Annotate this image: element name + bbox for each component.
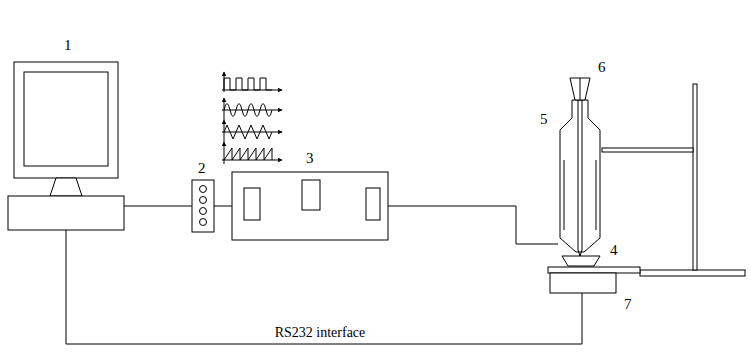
electrode: [564, 160, 565, 230]
bottle: [560, 100, 600, 252]
callout-number: 1: [64, 38, 72, 53]
triangle-signal: [224, 125, 272, 139]
needle: [580, 78, 581, 100]
stopper-shape: [570, 78, 590, 100]
connector-socket: [200, 197, 207, 204]
sawtooth-wave: [222, 142, 282, 164]
needle: [578, 100, 582, 256]
stand-pole: [693, 84, 697, 270]
wire: [388, 206, 558, 244]
connector-socket: [200, 219, 207, 226]
amplifier-box: [232, 172, 388, 240]
monitor: [14, 62, 118, 178]
axis: [222, 110, 282, 111]
stand-arm: [602, 148, 693, 152]
signal-interface-shape: [192, 180, 214, 232]
computer-shape: [8, 62, 124, 230]
stand-base: [640, 270, 745, 276]
wire: [214, 206, 232, 207]
axis: [222, 132, 282, 133]
sine-wave: [222, 98, 282, 120]
balance-shape: [548, 267, 640, 293]
collecting-dish-shape: [562, 255, 600, 267]
computer-case: [8, 196, 124, 230]
bottle-shape: [558, 100, 602, 256]
square-signal: [224, 78, 272, 90]
connector-socket: [200, 186, 207, 193]
waveforms: [222, 72, 282, 164]
square-wave: [222, 72, 282, 92]
triangle-wave: [222, 120, 282, 142]
panel-element: [366, 188, 380, 220]
axis: [224, 142, 225, 164]
amplifier: 3: [232, 172, 388, 240]
sawtooth-signal: [224, 148, 272, 160]
balance: 7: [548, 267, 640, 293]
balance-plate: [548, 267, 640, 273]
edge-label: RS232 interface: [272, 325, 369, 341]
callout-number: 5: [540, 112, 548, 127]
dish: [562, 256, 600, 266]
axis: [222, 160, 282, 161]
interface-box: [192, 180, 214, 232]
panel-element: [244, 188, 260, 220]
callout-number: 3: [306, 151, 314, 166]
bottle: 5: [558, 100, 602, 256]
callout-number: 7: [624, 297, 632, 312]
amplifier-shape: [232, 172, 388, 240]
screen: [24, 72, 108, 166]
collecting-dish: 4: [562, 255, 600, 267]
wire: [124, 206, 192, 207]
stopper: 6: [570, 78, 590, 100]
wire: [66, 230, 582, 344]
electrode: [596, 160, 597, 230]
callout-number: 4: [610, 243, 618, 258]
sine-signal: [224, 104, 272, 117]
panel-element: [302, 180, 320, 210]
stopper: [570, 78, 590, 100]
callout-number: 2: [198, 161, 206, 176]
connector-socket: [200, 208, 207, 215]
stand: [602, 84, 745, 276]
callout-number: 6: [598, 60, 606, 75]
monitor-neck: [50, 178, 82, 196]
signal-interface: 2: [192, 180, 214, 232]
computer: 1: [8, 62, 124, 230]
balance-body: [550, 273, 616, 293]
